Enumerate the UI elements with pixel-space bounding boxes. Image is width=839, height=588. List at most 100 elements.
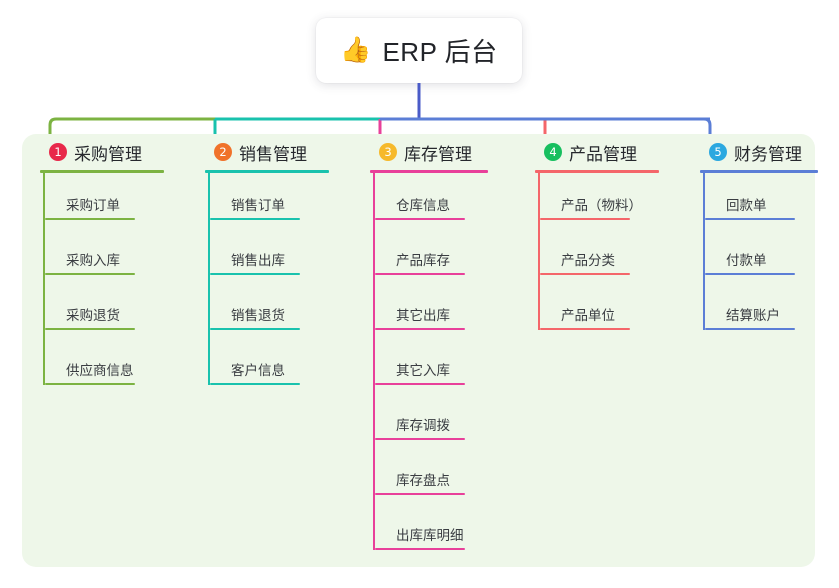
leaf-label: 采购订单 — [66, 198, 120, 213]
leaf-node[interactable]: 供应商信息 — [43, 338, 199, 393]
leaf-label: 销售订单 — [231, 198, 285, 213]
leaf-underline — [45, 383, 135, 385]
branch-trunk-line — [43, 173, 45, 385]
leaf-underline — [45, 328, 135, 330]
branch-underline — [205, 170, 329, 173]
leaf-node[interactable]: 产品单位 — [538, 283, 694, 338]
leaf-node[interactable]: 采购订单 — [43, 173, 199, 228]
branch-leaf-list: 采购订单采购入库采购退货供应商信息 — [43, 173, 199, 393]
branch-label: 财务管理 — [734, 144, 802, 164]
leaf-node[interactable]: 其它出库 — [373, 283, 529, 338]
branch-underline — [700, 170, 818, 173]
leaf-underline — [45, 218, 135, 220]
branch-column-1: 1 采购管理采购订单采购入库采购退货供应商信息 — [34, 134, 199, 567]
branch-header-5[interactable]: 5 财务管理 — [694, 134, 839, 170]
branch-underline — [535, 170, 659, 173]
leaf-label: 销售出库 — [231, 253, 285, 268]
leaf-node[interactable]: 产品分类 — [538, 228, 694, 283]
leaf-label: 出库库明细 — [396, 528, 464, 543]
leaf-underline — [540, 328, 630, 330]
leaf-node[interactable]: 销售订单 — [208, 173, 364, 228]
leaf-node[interactable]: 其它入库 — [373, 338, 529, 393]
root-title: ERP 后台 — [382, 37, 498, 67]
leaf-node[interactable]: 付款单 — [703, 228, 839, 283]
leaf-node[interactable]: 库存调拨 — [373, 393, 529, 448]
leaf-underline — [210, 273, 300, 275]
leaf-node[interactable]: 仓库信息 — [373, 173, 529, 228]
leaf-label: 产品（物料） — [561, 198, 642, 213]
branch-label: 库存管理 — [404, 144, 472, 164]
leaf-underline — [705, 328, 795, 330]
leaf-label: 产品库存 — [396, 253, 450, 268]
leaf-label: 供应商信息 — [66, 363, 134, 378]
branch-badge-icon: 2 — [214, 143, 232, 161]
branch-header-2[interactable]: 2 销售管理 — [199, 134, 364, 170]
leaf-node[interactable]: 采购入库 — [43, 228, 199, 283]
branch-label: 销售管理 — [239, 144, 307, 164]
leaf-underline — [375, 548, 465, 550]
branch-trunk-line — [703, 173, 705, 330]
leaf-underline — [375, 273, 465, 275]
leaf-underline — [375, 328, 465, 330]
leaf-label: 库存盘点 — [396, 473, 450, 488]
branch-leaf-list: 仓库信息产品库存其它出库其它入库库存调拨库存盘点出库库明细 — [373, 173, 529, 558]
leaf-label: 仓库信息 — [396, 198, 450, 213]
branch-leaf-list: 回款单付款单结算账户 — [703, 173, 839, 338]
branch-badge-icon: 1 — [49, 143, 67, 161]
branch-badge-icon: 4 — [544, 143, 562, 161]
leaf-underline — [375, 218, 465, 220]
branch-leaf-list: 产品（物料） 产品分类产品单位 — [538, 173, 694, 338]
leaf-label: 结算账户 — [726, 308, 780, 323]
leaf-node[interactable]: 产品（物料） — [538, 173, 694, 228]
branch-columns: 1 采购管理采购订单采购入库采购退货供应商信息 2 销售管理销售订单销售出库销售退货客… — [22, 134, 818, 567]
leaf-underline — [210, 383, 300, 385]
root-node[interactable]: 👍 ERP 后台 — [316, 18, 522, 83]
branch-column-3: 3 库存管理仓库信息产品库存其它出库其它入库库存调拨库存盘点出库库明细 — [364, 134, 529, 567]
leaf-underline — [540, 218, 630, 220]
leaf-label: 付款单 — [726, 253, 767, 268]
branch-column-4: 4 产品管理产品（物料） 产品分类产品单位 — [529, 134, 694, 567]
branch-label: 采购管理 — [74, 144, 142, 164]
branch-underline — [40, 170, 164, 173]
leaf-label: 其它入库 — [396, 363, 450, 378]
branch-header-4[interactable]: 4 产品管理 — [529, 134, 694, 170]
leaf-node[interactable]: 销售出库 — [208, 228, 364, 283]
leaf-label: 客户信息 — [231, 363, 285, 378]
leaf-label: 产品单位 — [561, 308, 615, 323]
leaf-label: 销售退货 — [231, 308, 285, 323]
leaf-label: 产品分类 — [561, 253, 615, 268]
leaf-node[interactable]: 回款单 — [703, 173, 839, 228]
leaf-node[interactable]: 产品库存 — [373, 228, 529, 283]
leaf-label: 库存调拨 — [396, 418, 450, 433]
branch-badge-icon: 3 — [379, 143, 397, 161]
leaf-node[interactable]: 出库库明细 — [373, 503, 529, 558]
branch-trunk-line — [538, 173, 540, 330]
branch-column-5: 5 财务管理回款单付款单结算账户 — [694, 134, 839, 567]
leaf-node[interactable]: 结算账户 — [703, 283, 839, 338]
leaf-label: 其它出库 — [396, 308, 450, 323]
branch-column-2: 2 销售管理销售订单销售出库销售退货客户信息 — [199, 134, 364, 567]
leaf-underline — [210, 218, 300, 220]
leaf-label: 采购入库 — [66, 253, 120, 268]
leaf-label: 回款单 — [726, 198, 767, 213]
branch-trunk-line — [373, 173, 375, 550]
leaf-underline — [375, 383, 465, 385]
branch-underline — [370, 170, 488, 173]
leaf-label: 采购退货 — [66, 308, 120, 323]
branch-label: 产品管理 — [569, 144, 637, 164]
branch-header-1[interactable]: 1 采购管理 — [34, 134, 199, 170]
leaf-node[interactable]: 客户信息 — [208, 338, 364, 393]
branch-leaf-list: 销售订单销售出库销售退货客户信息 — [208, 173, 364, 393]
leaf-underline — [375, 493, 465, 495]
thumbs-up-icon: 👍 — [340, 36, 372, 64]
leaf-underline — [705, 273, 795, 275]
branch-badge-icon: 5 — [709, 143, 727, 161]
leaf-node[interactable]: 销售退货 — [208, 283, 364, 338]
branch-header-3[interactable]: 3 库存管理 — [364, 134, 529, 170]
branch-trunk-line — [208, 173, 210, 385]
leaf-node[interactable]: 采购退货 — [43, 283, 199, 338]
leaf-underline — [45, 273, 135, 275]
leaf-underline — [210, 328, 300, 330]
leaf-node[interactable]: 库存盘点 — [373, 448, 529, 503]
